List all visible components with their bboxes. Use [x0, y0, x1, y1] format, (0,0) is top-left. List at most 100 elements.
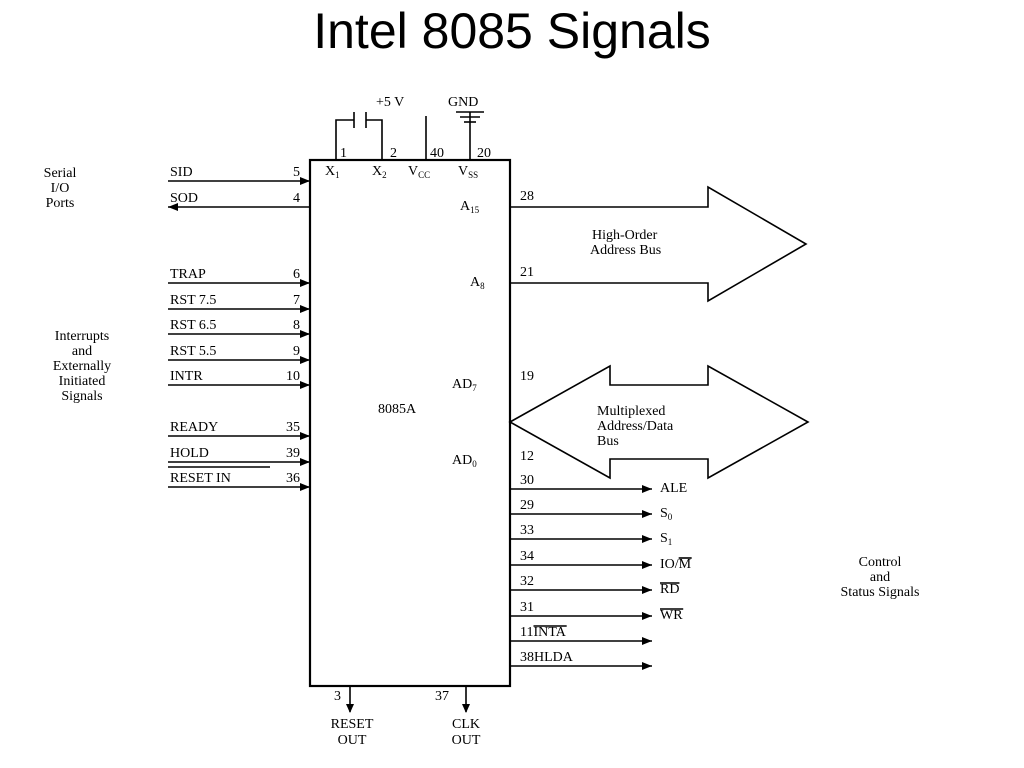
pin-number: 32: [520, 574, 534, 589]
left-pin-rst-7-5: RST 7.5 7: [168, 293, 310, 313]
signal-name: ALE: [660, 481, 687, 496]
slide-title: Intel 8085 Signals: [313, 3, 711, 59]
signal-name: RD: [660, 582, 679, 597]
multiplexed-bus: 19 12 Multiplexed Address/Data Bus: [508, 364, 810, 480]
output-label: OUT: [338, 733, 367, 748]
left-pin-sid: SID 5: [168, 165, 310, 185]
pin-number: 36: [286, 471, 300, 486]
pin-number: 5: [293, 165, 300, 180]
group-serial: Serial I/O Ports: [44, 166, 77, 211]
pin-a8: A8: [470, 275, 485, 291]
bus-label: Address Bus: [590, 243, 661, 258]
output-label: RESET: [331, 717, 374, 732]
group-line: Serial: [44, 166, 77, 181]
signal-name: 11INTA: [520, 625, 567, 640]
group-line: Initiated: [59, 374, 106, 389]
signal-name: IO/M: [660, 557, 692, 572]
group-control: Control and Status Signals: [841, 555, 920, 600]
signal-name: RST 6.5: [170, 318, 216, 333]
signal-name: RST 5.5: [170, 344, 216, 359]
arrow-head: [300, 458, 310, 466]
arrow-head: [300, 432, 310, 440]
output-label: OUT: [452, 733, 481, 748]
pin-number: 34: [520, 549, 534, 564]
pin-number: 8: [293, 318, 300, 333]
gnd-symbol: [456, 111, 484, 160]
arrow-head: [642, 561, 652, 569]
top-pin-number: 2: [390, 146, 397, 161]
signal-name: TRAP: [170, 267, 206, 282]
arrow-head: [642, 510, 652, 518]
pin-number: 10: [286, 369, 300, 384]
left-pin-ready: READY 35: [168, 420, 310, 440]
right-pin-38: 38HLDA: [510, 650, 652, 670]
pin-number: 6: [293, 267, 300, 282]
pin-number: 29: [520, 498, 534, 513]
pin-ad0: AD0: [452, 453, 477, 469]
group-line: Externally: [53, 359, 111, 374]
left-pin-intr: INTR 10: [168, 369, 310, 389]
signal-name: S0: [660, 506, 673, 522]
signal-name: RST 7.5: [170, 293, 216, 308]
signal-name: READY: [170, 420, 218, 435]
signal-name: RESET IN: [170, 471, 231, 486]
pin-vss: VSS: [458, 164, 478, 180]
arrow-head: [642, 485, 652, 493]
pin-number: 37: [435, 689, 449, 704]
arrow-head: [642, 535, 652, 543]
signal-name: SID: [170, 165, 193, 180]
arrow-head: [168, 203, 178, 211]
right-pin-11: 11INTA: [510, 625, 652, 645]
pin-number: 28: [520, 189, 534, 204]
signal-name: 38HLDA: [520, 650, 574, 665]
group-line: Ports: [46, 196, 75, 211]
pin-x1: X1: [325, 164, 340, 180]
high-order-address-bus: 28 21 High-Order Address Bus: [510, 185, 808, 303]
group-line: Control: [859, 555, 902, 570]
group-line: Signals: [61, 389, 102, 404]
signal-name: SOD: [170, 191, 198, 206]
vcc-label: +5 V: [376, 95, 404, 110]
pin-number: 31: [520, 600, 534, 615]
signal-name: INTR: [170, 369, 203, 384]
clk-out: 37 CLK OUT: [435, 686, 481, 748]
arrow-head: [642, 586, 652, 594]
output-label: CLK: [452, 717, 480, 732]
pin-number: 3: [334, 689, 341, 704]
gnd-label: GND: [448, 95, 478, 110]
pin-number: 30: [520, 473, 534, 488]
pin-a15: A15: [460, 199, 480, 215]
pin-number: 35: [286, 420, 300, 435]
pin-number: 7: [293, 293, 300, 308]
pin-number: 19: [520, 369, 534, 384]
left-pin-rst-5-5: RST 5.5 9: [168, 344, 310, 364]
bus-label: Bus: [597, 434, 619, 449]
pin-vcc: VCC: [408, 164, 430, 180]
signal-name: S1: [660, 531, 672, 547]
arrow-head: [300, 279, 310, 287]
reset-out: 3 RESET OUT: [331, 686, 374, 748]
group-line: and: [870, 570, 890, 585]
bus-label: Address/Data: [597, 419, 674, 434]
group-line: Interrupts: [55, 329, 109, 344]
arrow-head: [300, 356, 310, 364]
arrow-head: [642, 637, 652, 645]
group-line: Status Signals: [841, 585, 920, 600]
arrow-head: [300, 483, 310, 491]
group-line: I/O: [51, 181, 70, 196]
left-pin-rst-6-5: RST 6.5 8: [168, 318, 310, 338]
arrow-head: [300, 177, 310, 185]
arrow-head: [642, 612, 652, 620]
pin-number: 9: [293, 344, 300, 359]
signal-name: HOLD: [170, 446, 209, 461]
top-pin-number: 1: [340, 146, 347, 161]
